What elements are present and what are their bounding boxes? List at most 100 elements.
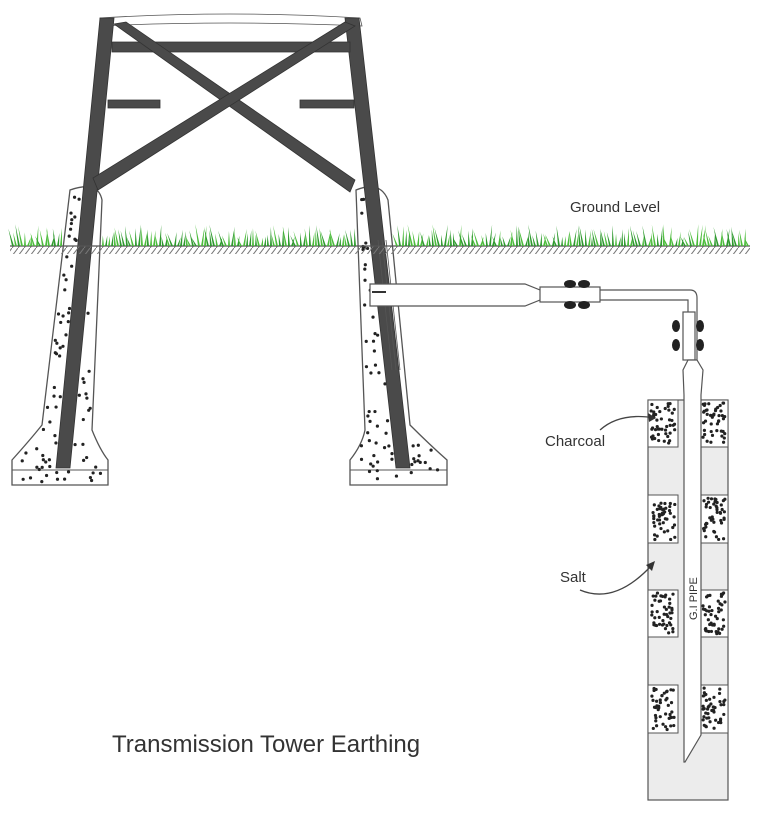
- aggregate-dot: [657, 504, 661, 508]
- aggregate-dot: [373, 409, 377, 414]
- aggregate-dot: [669, 616, 673, 621]
- aggregate-dot: [717, 627, 721, 631]
- aggregate-dot: [375, 469, 379, 473]
- aggregate-dot: [663, 725, 668, 729]
- aggregate-dot: [719, 594, 724, 598]
- aggregate-dot: [717, 631, 722, 635]
- grass-blade: [485, 232, 488, 246]
- aggregate-dot: [385, 419, 390, 423]
- aggregate-dot: [672, 715, 676, 719]
- grass-blade: [234, 230, 236, 246]
- aggregate-dot: [41, 458, 45, 462]
- aggregate-dot: [701, 718, 705, 722]
- grass-blade: [420, 231, 425, 246]
- aggregate-dot: [655, 507, 659, 511]
- grass-blade: [569, 230, 572, 246]
- aggregate-dot: [655, 591, 660, 595]
- aggregate-dot: [55, 470, 59, 475]
- aggregate-dot: [709, 440, 713, 444]
- aggregate-dot: [716, 599, 720, 603]
- aggregate-dot: [655, 534, 659, 538]
- aggregate-dot: [390, 457, 394, 461]
- aggregate-dot: [709, 629, 714, 634]
- aggregate-dot: [652, 623, 656, 627]
- aggregate-dot: [722, 624, 726, 628]
- aggregate-dot: [672, 422, 677, 426]
- aggregate-dot: [69, 211, 73, 215]
- grass-blade: [273, 225, 278, 246]
- aggregate-dot: [717, 413, 721, 418]
- grass-blade: [657, 233, 659, 246]
- aggregate-dot: [722, 517, 726, 521]
- aggregate-dot: [81, 417, 85, 422]
- grass-blade: [345, 229, 350, 246]
- aggregate-dot: [667, 418, 672, 422]
- grass-blade: [431, 229, 434, 246]
- grass-blade: [470, 234, 476, 246]
- aggregate-dot: [659, 526, 663, 531]
- grass-blade: [27, 237, 31, 246]
- aggregate-dot: [702, 528, 706, 533]
- grass-blade: [191, 237, 197, 246]
- aggregate-dot: [81, 442, 85, 446]
- aggregate-dot: [708, 516, 712, 520]
- aggregate-dot: [87, 369, 91, 373]
- grass-blade: [412, 230, 416, 246]
- aggregate-dot: [661, 618, 665, 623]
- grass-blade: [500, 237, 503, 246]
- grass-blade: [621, 229, 623, 246]
- aggregate-dot: [85, 396, 89, 400]
- aggregate-dot: [704, 698, 708, 702]
- grass-blade: [300, 232, 302, 246]
- aggregate-dot: [651, 510, 655, 515]
- aggregate-dot: [656, 427, 660, 431]
- grass-blade: [585, 229, 587, 246]
- aggregate-dot: [704, 525, 708, 529]
- aggregate-dot: [82, 380, 86, 384]
- grass-blade: [699, 224, 703, 246]
- grass-blade: [52, 228, 56, 246]
- aggregate-dot: [363, 303, 367, 307]
- grass-blade: [354, 228, 356, 246]
- aggregate-dot: [375, 424, 379, 428]
- aggregate-dot: [704, 535, 708, 539]
- aggregate-dot: [708, 720, 712, 724]
- aggregate-dot: [366, 431, 370, 435]
- grass-blade: [714, 231, 716, 246]
- grass-blade: [312, 232, 315, 246]
- aggregate-dot: [717, 691, 722, 696]
- aggregate-dot: [666, 402, 670, 406]
- aggregate-dot: [716, 606, 721, 610]
- aggregate-dot: [664, 432, 668, 436]
- aggregate-dot: [66, 470, 71, 474]
- grass-blade: [420, 233, 424, 246]
- aggregate-dot: [668, 501, 672, 506]
- aggregate-dot: [52, 385, 56, 390]
- aggregate-dot: [55, 477, 60, 481]
- aggregate-dot: [85, 455, 89, 460]
- aggregate-dot: [77, 393, 81, 397]
- aggregate-dot: [650, 613, 654, 617]
- aggregate-dot: [394, 474, 399, 478]
- aggregate-dot: [669, 623, 673, 627]
- aggregate-dot: [710, 414, 714, 418]
- aggregate-dot: [704, 505, 708, 509]
- aggregate-dot: [655, 405, 659, 410]
- aggregate-dot: [366, 414, 370, 418]
- aggregate-dot: [61, 344, 65, 348]
- aggregate-dot: [658, 698, 662, 702]
- grass-blade: [502, 236, 506, 246]
- aggregate-dot: [375, 477, 380, 481]
- grass-blade: [489, 224, 493, 246]
- aggregate-dot: [373, 332, 377, 336]
- aggregate-dot: [428, 467, 432, 471]
- grass-blade: [189, 230, 194, 246]
- grass-blade: [249, 230, 252, 246]
- grass-blade: [129, 230, 134, 246]
- grass-blade: [642, 236, 644, 246]
- grass-blade: [204, 225, 207, 246]
- aggregate-dot: [63, 477, 67, 481]
- grass-blade: [651, 232, 653, 246]
- aggregate-dot: [665, 689, 669, 693]
- aggregate-dot: [374, 441, 378, 445]
